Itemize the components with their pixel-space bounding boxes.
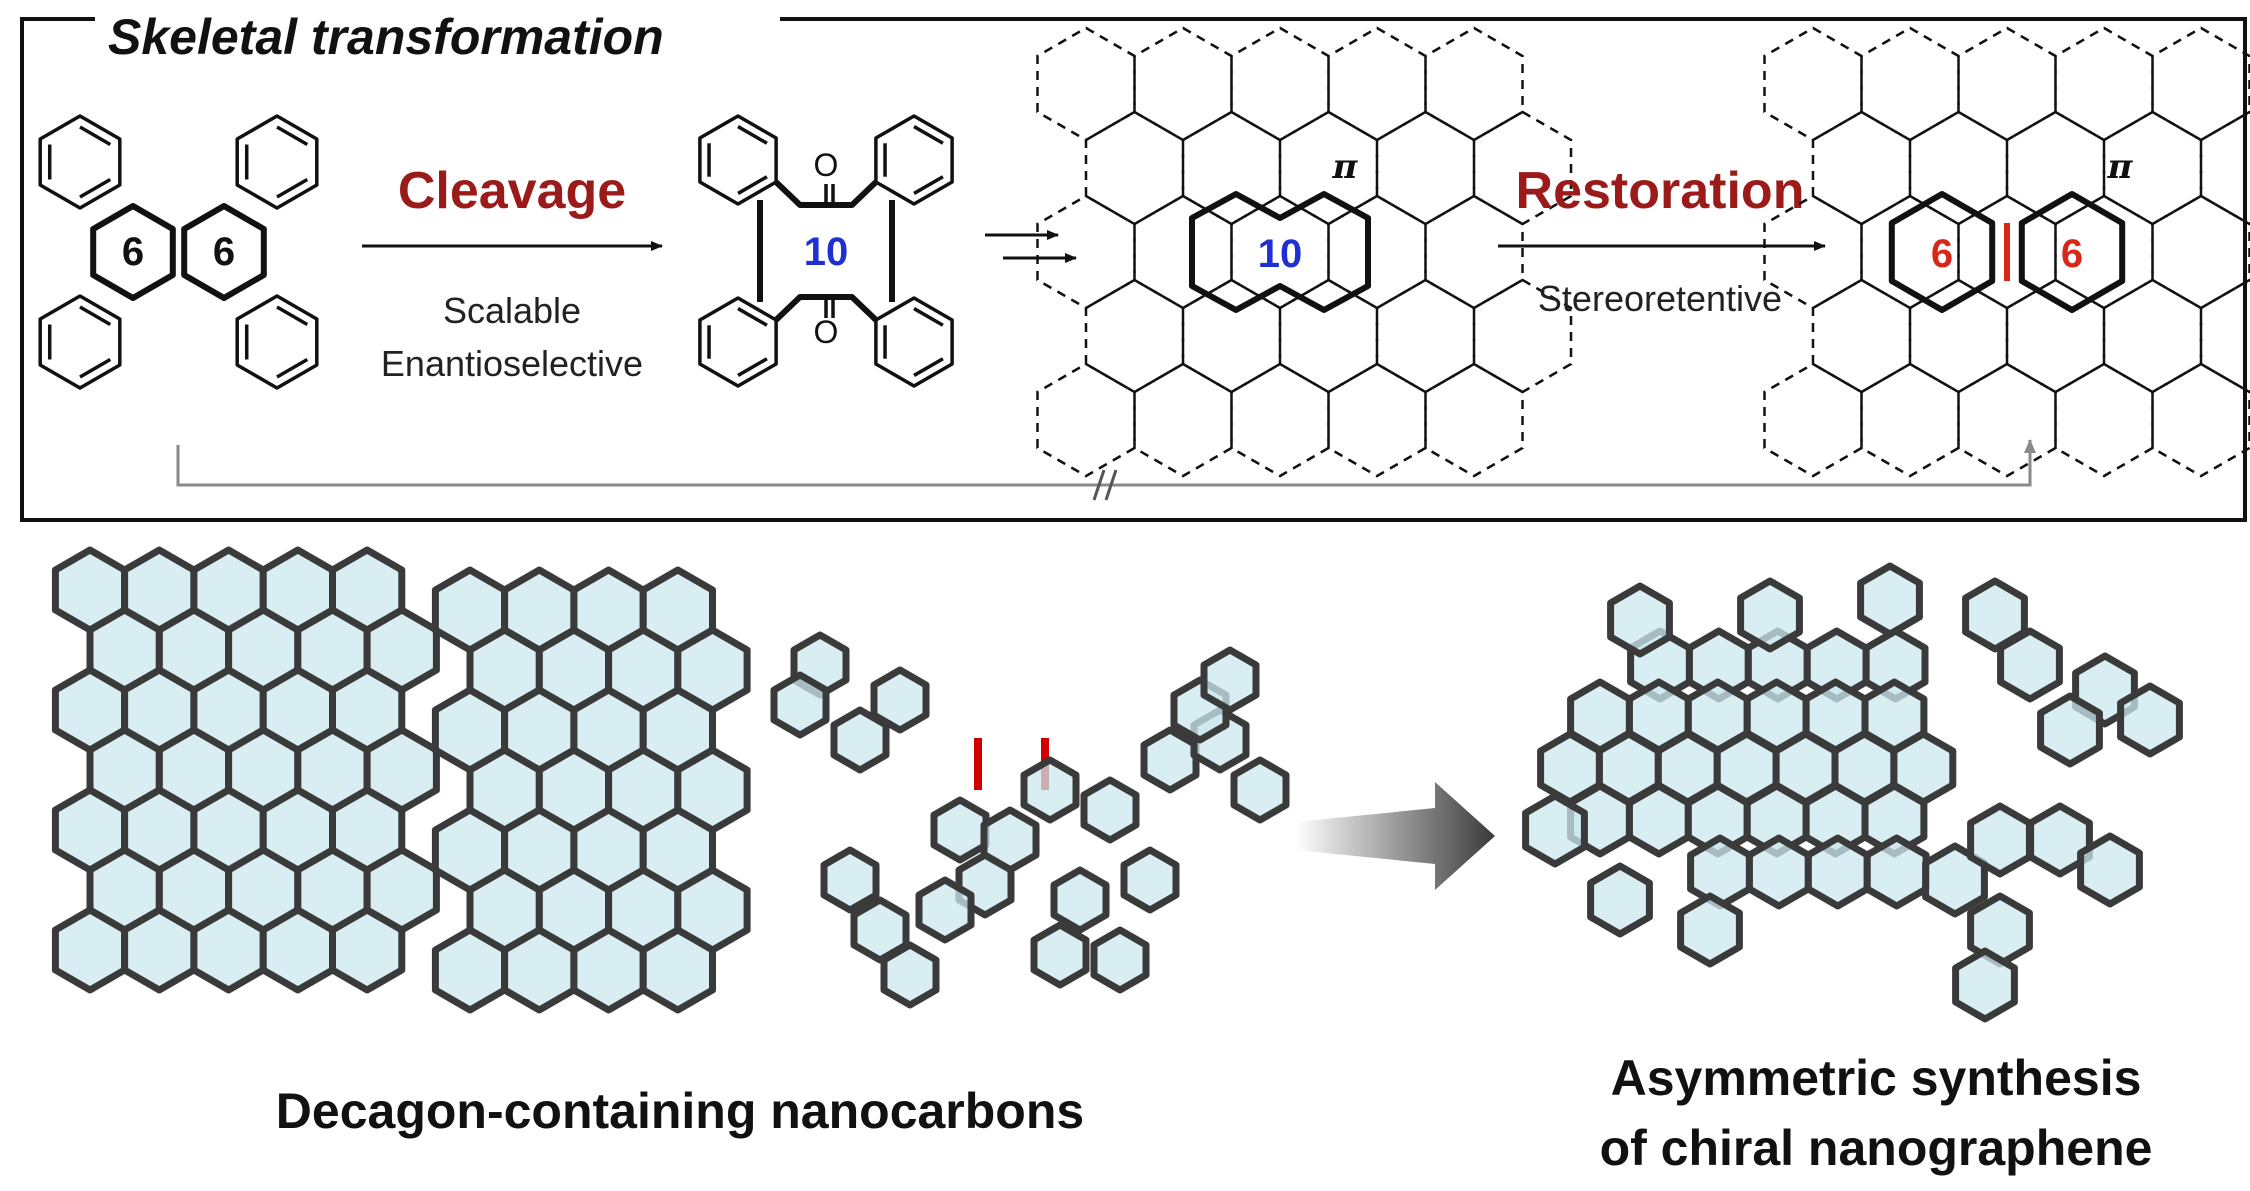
ring-render-25 [1745,834,1812,910]
ring-render-12 [1030,921,1090,989]
ring-render-26 [1804,834,1871,910]
ring-size-label-right: 6 [213,230,235,274]
pi-symbol-right: π [2107,147,2134,187]
ring-render-30 [51,906,129,994]
starting-material-structure: 6 6 [38,114,319,390]
benzene-ring [874,114,954,206]
ring-render-3 [870,666,930,734]
ring-render-10 [880,941,940,1009]
cleavage-label: Cleavage [398,162,626,220]
ring-render-31 [121,906,198,994]
pi-symbol-left: π [1332,147,1359,187]
decagon-ring [1189,191,1371,313]
ring-render-33 [259,906,336,994]
ring-render-41 [1952,947,2018,1023]
ring-render-17 [1230,756,1290,824]
cleavage-step: Cleavage Scalable Enantioselective [362,162,663,384]
restoration-step: Restoration Stereoretentive [1498,162,1826,319]
decagon-pi-framework: 10 π [1036,26,1573,478]
ring-render-37 [1967,802,2033,878]
ring-size-label-six-right: 6 [2061,232,2083,276]
benzene-ring [874,296,954,388]
double-arrow-icon [985,230,1077,263]
ring-render-34 [329,906,406,994]
ring-render-24 [1687,834,1753,910]
ring-render-9 [850,896,910,964]
caption-asymmetric-synthesis-line2: of chiral nanographene [1600,1120,2153,1176]
ring-size-label-decagon: 10 [1258,232,1303,276]
ring-render-59 [431,926,509,1014]
benzene-ring [235,114,319,210]
decagon-nanocarbon-render-diketone [770,631,1290,1009]
ring-render-32 [190,906,267,994]
ring-render-31 [2117,682,2183,758]
ring-render-19 [1625,782,1692,858]
ring-render-13 [1090,926,1150,994]
ring-render-28 [1962,577,2028,653]
ring-render-15 [1140,726,1200,794]
ring-render-29 [1997,627,2063,703]
skeletal-transformation-panel: Skeletal transformation [20,9,2247,522]
benzene-ring [38,294,122,390]
ring-size-label-left: 6 [122,230,144,274]
panel-title: Skeletal transformation [108,9,664,65]
hexagon-pi-framework: 6 6 π [1763,26,2250,478]
ring-render-11 [1050,866,1110,934]
condition-enantioselective: Enantioselective [381,343,643,384]
benzene-ring [698,296,778,388]
ring-render-21 [1080,776,1140,844]
ring-size-label-six-left: 6 [1931,232,1953,276]
restoration-label: Restoration [1516,162,1805,220]
ring-render-60 [501,926,578,1014]
benzene-ring [235,294,319,390]
ring-render-27 [1863,834,1930,910]
ring-render-43 [1587,862,1653,938]
ring-render-2 [770,671,830,739]
ring-size-label-ten: 10 [804,230,849,274]
restored-ring-right [2018,191,2126,313]
central-ring-right [181,203,267,301]
central-ring-left [90,203,176,301]
decagon-nanocarbon-render-large [51,546,751,1014]
ring-render-42 [1677,892,1743,968]
ring-render-34 [1737,577,1803,653]
caption-decagon-nanocarbons: Decagon-containing nanocarbons [276,1083,1084,1139]
ring-render-38 [2027,802,2093,878]
diketone-structure: 10 O O [698,114,954,388]
condition-scalable: Scalable [443,290,581,331]
ring-render-61 [570,926,647,1014]
ring-render-33 [1607,582,1673,658]
ring-render-39 [2077,832,2143,908]
caption-asymmetric-synthesis-line1: Asymmetric synthesis [1611,1050,2142,1106]
chiral-nanographene-render [1522,562,2183,1023]
oxygen-label-bottom: O [814,314,839,350]
ring-render-62 [639,926,716,1014]
ring-render-20 [1020,756,1080,824]
ring-render-19 [1200,646,1260,714]
ring-render-7 [915,876,975,944]
benzene-ring [698,114,778,206]
ring-render-35 [1857,562,1923,638]
ring-render-44 [1522,792,1588,868]
ring-render-32 [2037,692,2103,768]
gradient-arrow-icon [1295,782,1495,890]
restored-ring-left [1888,191,1996,313]
benzene-ring [38,114,122,210]
condition-stereoretentive: Stereoretentive [1538,278,1782,319]
oxygen-label-top: O [814,147,839,183]
ring-render-8 [820,846,880,914]
ring-render-14 [1120,846,1180,914]
ring-render-4 [930,796,990,864]
broken-arrow-icon [176,439,2036,501]
